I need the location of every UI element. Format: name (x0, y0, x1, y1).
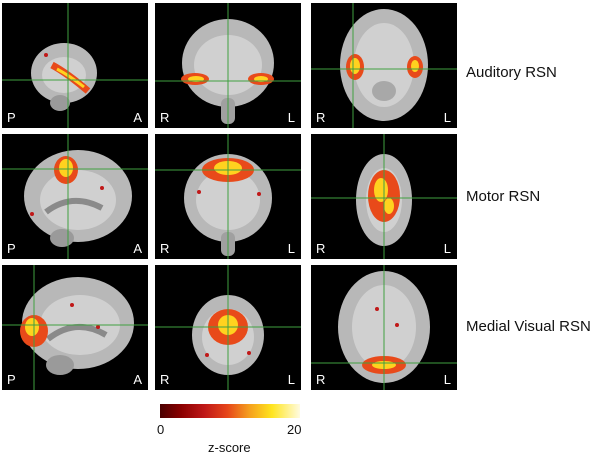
orientation-label-right: L (287, 241, 295, 256)
orientation-label-left: R (160, 110, 170, 125)
row-label-auditory: Auditory RSN (466, 64, 557, 81)
colorbar-max-label: 20 (287, 422, 302, 437)
orientation-label-left: P (7, 372, 16, 387)
orientation-label-left: P (7, 241, 16, 256)
auditory-sagittal-panel: P A (2, 3, 148, 128)
colorbar-min-label: 0 (157, 422, 165, 437)
motor-sagittal-brain-image (2, 134, 148, 259)
row-label-motor: Motor RSN (466, 188, 541, 205)
orientation-label-left: R (316, 241, 326, 256)
motor-axial-brain-image (311, 134, 457, 259)
orientation-label-right: A (133, 110, 142, 125)
visual-coronal-brain-image (155, 265, 301, 390)
orientation-label-right: A (133, 241, 142, 256)
visual-axial-panel: R L (311, 265, 457, 390)
orientation-label-right: L (287, 110, 295, 125)
orientation-label-right: L (443, 372, 451, 387)
auditory-coronal-brain-image (155, 3, 301, 128)
auditory-coronal-panel: R L (155, 3, 301, 128)
orientation-label-right: L (287, 372, 295, 387)
auditory-axial-brain-image (311, 3, 457, 128)
orientation-label-right: A (133, 372, 142, 387)
motor-axial-panel: R L (311, 134, 457, 259)
visual-sagittal-brain-image (2, 265, 148, 390)
visual-sagittal-panel: P A (2, 265, 148, 390)
visual-axial-brain-image (311, 265, 457, 390)
orientation-label-right: L (443, 241, 451, 256)
zscore-colorbar (160, 404, 300, 418)
orientation-label-left: P (7, 110, 16, 125)
motor-sagittal-panel: P A (2, 134, 148, 259)
auditory-sagittal-brain-image (2, 3, 148, 128)
auditory-axial-panel: R L (311, 3, 457, 128)
visual-coronal-panel: R L (155, 265, 301, 390)
orientation-label-right: L (443, 110, 451, 125)
orientation-label-left: R (160, 372, 170, 387)
motor-coronal-panel: R L (155, 134, 301, 259)
motor-coronal-brain-image (155, 134, 301, 259)
colorbar-title: z-score (208, 440, 251, 455)
orientation-label-left: R (316, 372, 326, 387)
orientation-label-left: R (160, 241, 170, 256)
row-label-medial-visual: Medial Visual RSN (466, 318, 591, 335)
orientation-label-left: R (316, 110, 326, 125)
